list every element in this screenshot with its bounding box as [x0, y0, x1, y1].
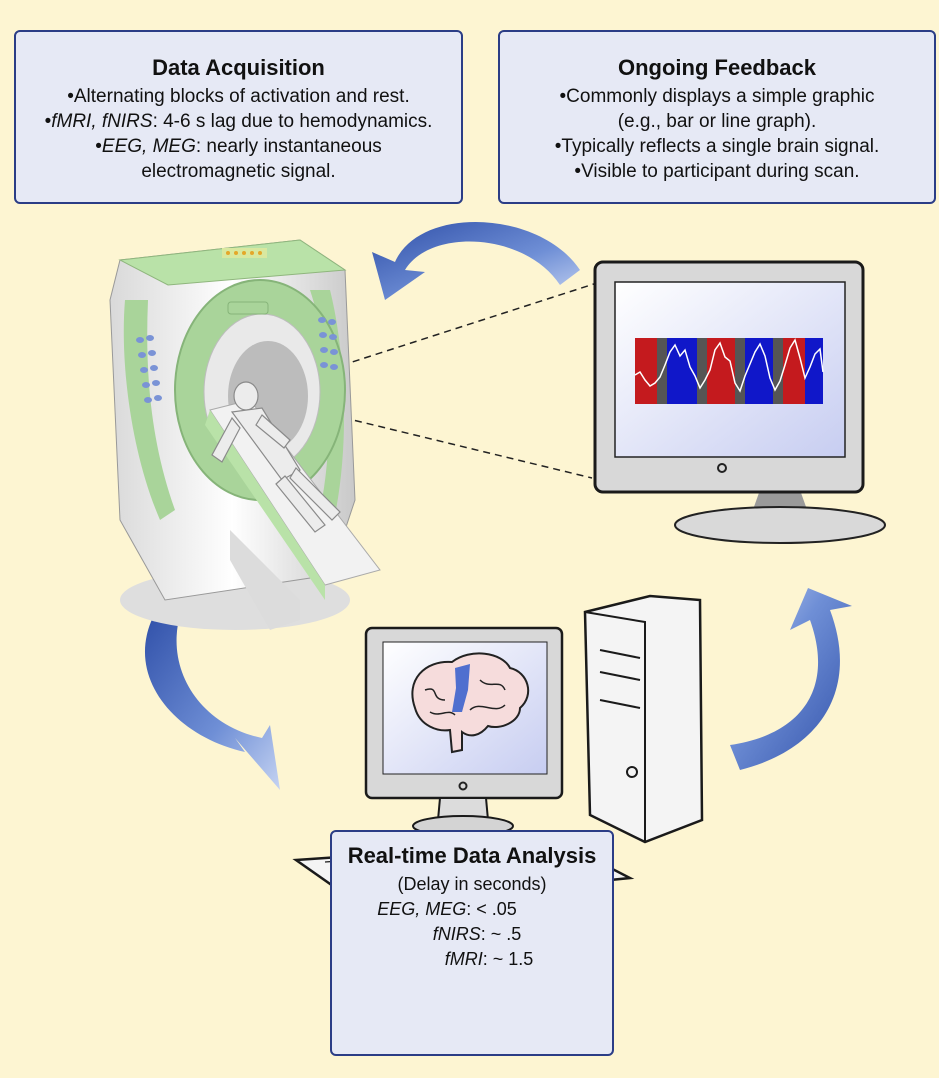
acquisition-lag-text: : 4-6 s lag due to hemodynamics. [152, 111, 433, 132]
feedback-block-chart [634, 338, 824, 404]
acquisition-line-4: electromagnetic signal. [141, 161, 336, 182]
feedback-monitor [593, 260, 886, 544]
acquisition-modality-hemodynamic: fMRI, fNIRS [51, 111, 153, 132]
arrow-analysis-to-feedback [730, 588, 852, 770]
ongoing-feedback-box: Ongoing Feedback •Commonly displays a si… [498, 30, 936, 204]
arrow-feedback-to-scanner [372, 221, 580, 300]
delay-value: : ~ 1.5 [482, 949, 534, 969]
mri-scanner [109, 239, 381, 630]
realtime-analysis-title: Real-time Data Analysis [347, 843, 597, 868]
delay-row-fnirs: fNIRS: ~ .5 [332, 922, 612, 947]
realtime-analysis-subtitle: (Delay in seconds) [397, 874, 547, 894]
acquisition-line-2: •fMRI, fNIRS: 4-6 s lag due to hemodynam… [44, 111, 433, 132]
delay-row-eeg-meg: EEG, MEG: < .05 [332, 897, 612, 922]
delay-modality: EEG, MEG [377, 899, 467, 919]
realtime-analysis-box: Real-time Data Analysis (Delay in second… [330, 830, 614, 1056]
delay-row-fmri: fMRI: ~ 1.5 [332, 947, 612, 972]
ongoing-feedback-title: Ongoing Feedback [617, 55, 817, 80]
delay-value: : ~ .5 [480, 924, 522, 944]
patient-figure [211, 381, 341, 533]
brain-icon [411, 652, 530, 754]
acquisition-line-3: •EEG, MEG: nearly instantaneous [95, 136, 382, 157]
data-acquisition-box: Data Acquisition •Alternating blocks of … [14, 30, 463, 204]
acquisition-instant-text: : nearly instantaneous [195, 136, 382, 157]
delay-modality: fMRI [444, 949, 483, 969]
acquisition-line-1: •Alternating blocks of activation and re… [67, 86, 410, 107]
feedback-line-1: •Commonly displays a simple graphic [559, 86, 875, 107]
feedback-line-4: •Visible to participant during scan. [574, 161, 860, 182]
arrow-scanner-to-analysis [144, 608, 280, 790]
delay-value: : < .05 [466, 899, 517, 919]
data-acquisition-title: Data Acquisition [152, 55, 325, 80]
delay-modality: fNIRS [432, 924, 481, 944]
feedback-line-2: (e.g., bar or line graph). [617, 111, 817, 132]
feedback-line-3: •Typically reflects a single brain signa… [554, 136, 880, 157]
acquisition-modality-electromagnetic: EEG, MEG [101, 136, 196, 157]
